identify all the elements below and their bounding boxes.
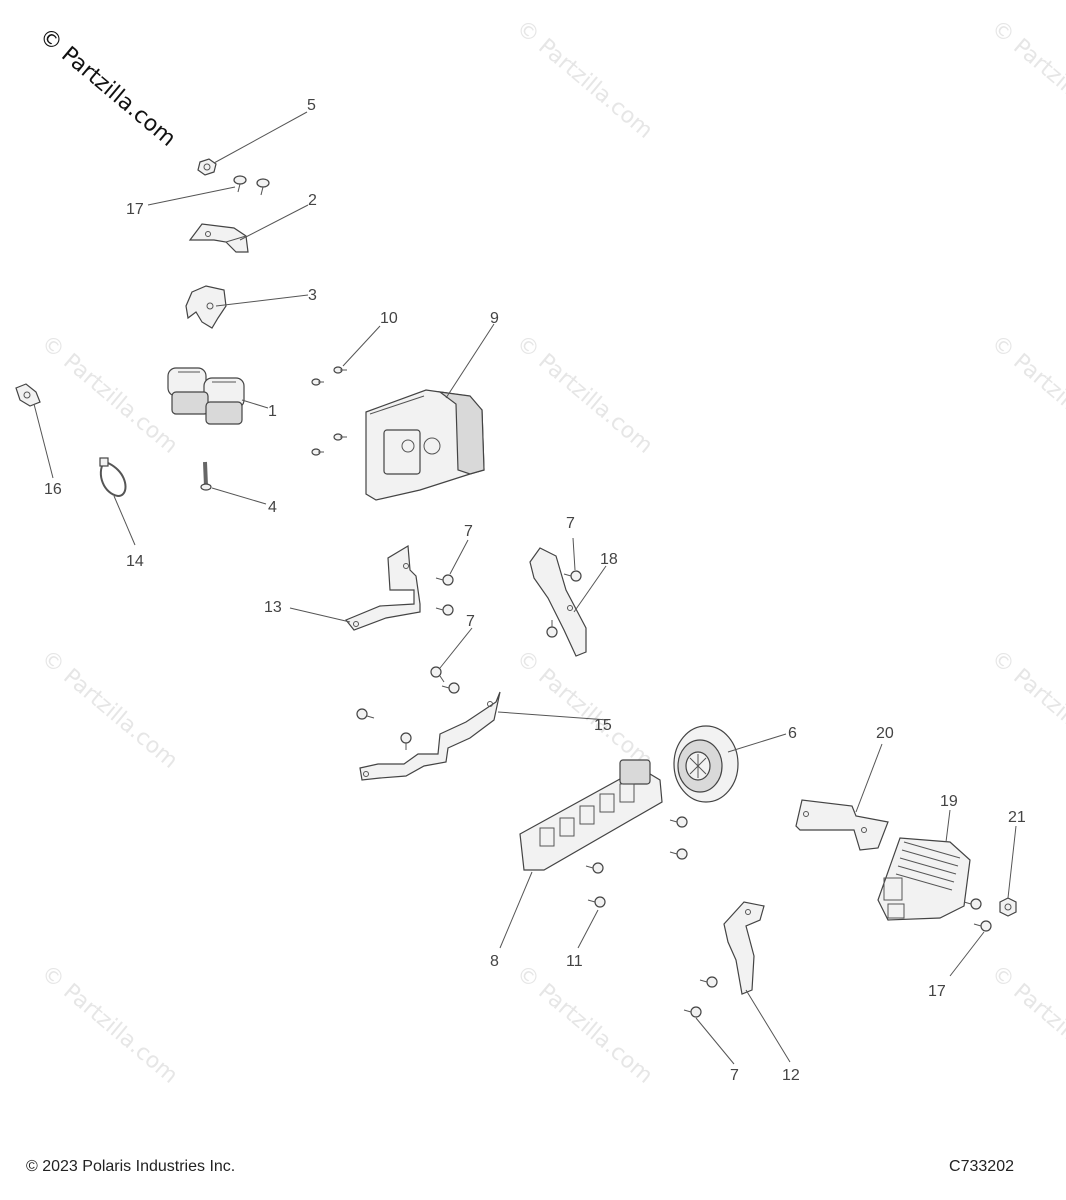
watermark-repeat: © Partzilla.com: [36, 960, 182, 1088]
watermark-repeat: © Partzilla.com: [511, 960, 657, 1088]
part-10-screws[interactable]: [311, 366, 347, 456]
watermark-main: © Partzilla.com: [34, 23, 180, 151]
part-11-screw[interactable]: [587, 896, 606, 908]
part-2-bracket[interactable]: [188, 223, 249, 253]
watermark-repeat: © Partzilla.com: [986, 15, 1066, 143]
callout-13: 13: [264, 599, 282, 616]
callout-9: 9: [490, 310, 499, 327]
part-21-nut[interactable]: [999, 897, 1017, 917]
callout-5: 5: [307, 97, 316, 114]
watermark-repeat: © Partzilla.com: [511, 15, 657, 143]
part-3-clip[interactable]: [185, 285, 227, 329]
part-15-bracket[interactable]: [359, 691, 501, 781]
part-12-bracket[interactable]: [723, 901, 765, 995]
callout-18: 18: [600, 551, 618, 568]
part-7-screws-d[interactable]: [683, 976, 718, 1018]
callout-14: 14: [126, 553, 144, 570]
part-15-screws[interactable]: [356, 708, 412, 750]
copyright-notice: © 2023 Polaris Industries Inc.: [26, 1158, 236, 1175]
part-1-ignition-coil[interactable]: [167, 367, 245, 425]
callout-12: 12: [782, 1067, 800, 1084]
part-screws-center[interactable]: [585, 816, 688, 874]
part-17-screws-lower[interactable]: [963, 898, 992, 932]
watermark-repeat: © Partzilla.com: [511, 330, 657, 458]
callout-7-a: 7: [464, 523, 473, 540]
callout-19: 19: [940, 793, 958, 810]
part-16-clamp[interactable]: [15, 383, 41, 407]
callout-16: 16: [44, 481, 62, 498]
part-17-screws-upper[interactable]: [233, 175, 270, 196]
watermark-layer: © Partzilla.com © Partzilla.com © Partzi…: [34, 15, 1066, 1088]
watermark-repeat: © Partzilla.com: [986, 330, 1066, 458]
callout-17-upper: 17: [126, 201, 144, 218]
part-20-bracket[interactable]: [795, 799, 889, 851]
part-7-screws-c[interactable]: [430, 666, 460, 694]
callout-4: 4: [268, 499, 277, 516]
part-19-regulator[interactable]: [877, 837, 971, 921]
part-4-bolt[interactable]: [200, 461, 212, 491]
watermark-repeat: © Partzilla.com: [36, 330, 182, 458]
part-7-screws-b[interactable]: [546, 570, 582, 638]
part-14-cable-tie[interactable]: [99, 457, 127, 498]
callout-2: 2: [308, 192, 317, 209]
callout-15: 15: [594, 717, 612, 734]
diagram-code: C733202: [949, 1158, 1014, 1175]
callout-1: 1: [268, 403, 277, 420]
watermark-repeat: © Partzilla.com: [511, 645, 657, 773]
callout-7-d: 7: [730, 1067, 739, 1084]
part-8-relay-block[interactable]: [519, 759, 663, 871]
callout-20: 20: [876, 725, 894, 742]
callout-17-lower: 17: [928, 983, 946, 1000]
watermark-repeat: © Partzilla.com: [986, 645, 1066, 773]
part-13-bracket[interactable]: [345, 544, 421, 631]
callout-6: 6: [788, 725, 797, 742]
callout-7-b: 7: [566, 515, 575, 532]
callout-3: 3: [308, 287, 317, 304]
part-6-horn[interactable]: [673, 725, 739, 803]
callout-8: 8: [490, 953, 499, 970]
callout-7-c: 7: [466, 613, 475, 630]
watermark-repeat: © Partzilla.com: [36, 645, 182, 773]
part-9-ecu[interactable]: [365, 389, 485, 501]
watermark-repeat: © Partzilla.com: [986, 960, 1066, 1088]
part-7-screws-a[interactable]: [435, 574, 454, 616]
callout-10: 10: [380, 310, 398, 327]
callout-11: 11: [566, 953, 583, 970]
part-5-nut[interactable]: [197, 158, 217, 176]
part-18-bracket[interactable]: [529, 547, 587, 657]
callout-21: 21: [1008, 809, 1026, 826]
